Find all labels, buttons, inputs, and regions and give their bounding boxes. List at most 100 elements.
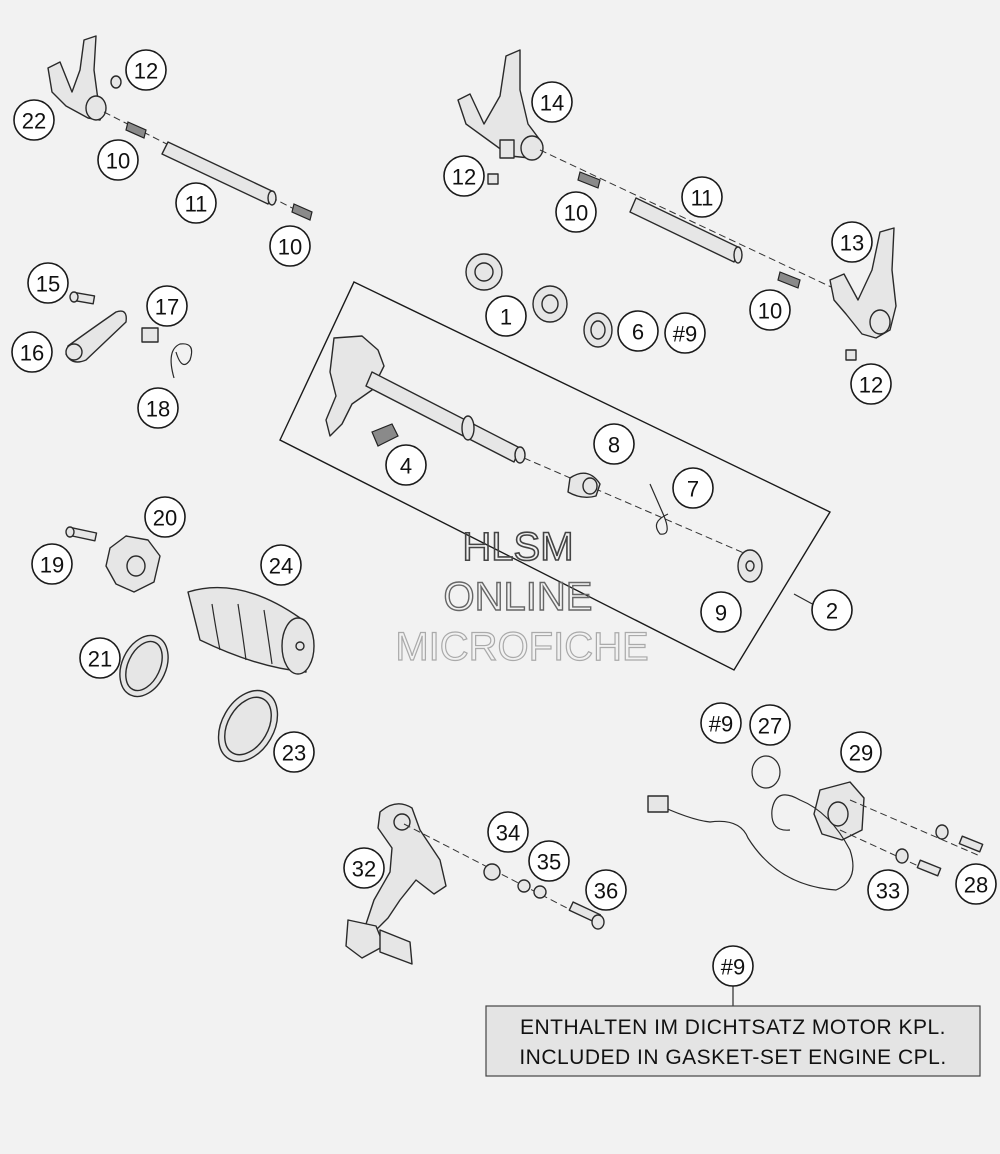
- callout-c10a[interactable]: 10: [97, 139, 139, 181]
- needle-bearing-1b: [532, 285, 568, 323]
- callout-circle: [273, 731, 315, 773]
- callout-label: 33: [876, 879, 900, 904]
- callout-label: 21: [88, 647, 112, 672]
- callout-c10c[interactable]: 10: [555, 191, 597, 233]
- callout-c33[interactable]: 33: [867, 869, 909, 911]
- callout-c17[interactable]: 17: [146, 285, 188, 327]
- callout-c9b[interactable]: 9: [700, 591, 742, 633]
- callout-c34[interactable]: 34: [487, 811, 529, 853]
- callout-circle: [260, 544, 302, 586]
- callout-label: 29: [849, 741, 873, 766]
- callout-label: 6: [632, 320, 644, 345]
- callout-c8[interactable]: 8: [593, 423, 635, 465]
- axis-line-d: [849, 799, 981, 857]
- callout-label: 19: [40, 553, 64, 578]
- callout-label: 24: [269, 554, 293, 579]
- callout-label: 13: [840, 231, 864, 256]
- needle-bearing-1a: [465, 253, 503, 291]
- callout-label: 12: [452, 165, 476, 190]
- callout-c22[interactable]: 22: [13, 99, 55, 141]
- callout-c18[interactable]: 18: [137, 387, 179, 429]
- note-line1: ENTHALTEN IM DICHTSATZ MOTOR KPL.: [520, 1016, 946, 1039]
- shift-fork-14: [457, 49, 544, 161]
- callout-c4[interactable]: 4: [385, 444, 427, 486]
- callout-c14[interactable]: 14: [531, 81, 573, 123]
- seal-ring-6: [583, 312, 613, 348]
- callout-c12b[interactable]: 12: [443, 155, 485, 197]
- callout-c9c[interactable]: #9: [700, 702, 742, 744]
- washer-34: [483, 863, 501, 881]
- callout-c16[interactable]: 16: [11, 331, 53, 373]
- spring-10a: [125, 121, 147, 139]
- callout-c2[interactable]: 2: [811, 589, 853, 631]
- callout-circle: [700, 591, 742, 633]
- shift-drum-locating-20: [105, 535, 161, 593]
- watermark-line3: MICROFICHE: [395, 625, 648, 669]
- callout-c1[interactable]: 1: [485, 295, 527, 337]
- callout-circle: [681, 176, 723, 218]
- callout-c24[interactable]: 24: [260, 544, 302, 586]
- callout-c19[interactable]: 19: [31, 543, 73, 585]
- callout-label: 10: [106, 149, 130, 174]
- washer-8: [567, 472, 601, 499]
- callout-c13[interactable]: 13: [831, 221, 873, 263]
- callout-label: 10: [278, 235, 302, 260]
- callout-c12a[interactable]: 12: [125, 49, 167, 91]
- axis-line-b: [539, 149, 881, 311]
- callout-label: 34: [496, 821, 520, 846]
- callout-c9d[interactable]: #9: [712, 945, 754, 987]
- callout-circle: [749, 289, 791, 331]
- callout-c10d[interactable]: 10: [749, 289, 791, 331]
- callout-c23[interactable]: 23: [273, 731, 315, 773]
- callout-c28[interactable]: 28: [955, 863, 997, 905]
- callout-c35[interactable]: 35: [528, 840, 570, 882]
- gear-position-sensor-29: [647, 781, 865, 891]
- o-ring-27: [751, 755, 781, 789]
- callout-c15[interactable]: 15: [27, 262, 69, 304]
- callout-circle: [11, 331, 53, 373]
- callout-circle: [31, 543, 73, 585]
- callout-label: 22: [22, 109, 46, 134]
- callout-c20[interactable]: 20: [144, 496, 186, 538]
- callout-circle: [585, 869, 627, 911]
- callout-c11b[interactable]: 11: [681, 176, 723, 218]
- callout-c32[interactable]: 32: [343, 847, 385, 889]
- bushing-12a: [110, 75, 122, 89]
- callout-circle: [144, 496, 186, 538]
- callout-label: 27: [758, 714, 782, 739]
- callout-c36[interactable]: 36: [585, 869, 627, 911]
- washer-33: [895, 848, 909, 864]
- callout-circle: [749, 704, 791, 746]
- bushing-12b: [487, 173, 499, 185]
- callout-c29[interactable]: 29: [840, 731, 882, 773]
- axis-line-c: [523, 457, 761, 561]
- callout-c12c[interactable]: 12: [850, 363, 892, 405]
- callout-c10b[interactable]: 10: [269, 225, 311, 267]
- callout-c27[interactable]: 27: [749, 704, 791, 746]
- washer-28: [935, 824, 949, 840]
- washer-9: [737, 549, 763, 583]
- callout-c6[interactable]: 6: [617, 310, 659, 352]
- callout-label: 12: [134, 59, 158, 84]
- screw-28: [958, 835, 984, 853]
- callout-label: 8: [608, 433, 620, 458]
- callout-c21[interactable]: 21: [79, 637, 121, 679]
- spring-10c: [577, 171, 601, 189]
- callout-circle: [672, 467, 714, 509]
- callout-label: 15: [36, 272, 60, 297]
- callout-label: 7: [687, 477, 699, 502]
- callout-circle: [700, 702, 742, 744]
- screw-19: [65, 526, 98, 542]
- spring-10b: [291, 203, 313, 221]
- callout-c9a[interactable]: #9: [664, 312, 706, 354]
- callout-c11a[interactable]: 11: [175, 182, 217, 224]
- roller-17: [141, 327, 159, 343]
- callout-circle: [867, 869, 909, 911]
- callout-label: #9: [721, 955, 745, 980]
- shift-shaft-group-frame: [279, 281, 831, 671]
- callout-c7[interactable]: 7: [672, 467, 714, 509]
- callout-label: 11: [185, 192, 208, 217]
- screw-15: [69, 291, 96, 305]
- callout-circle: [485, 295, 527, 337]
